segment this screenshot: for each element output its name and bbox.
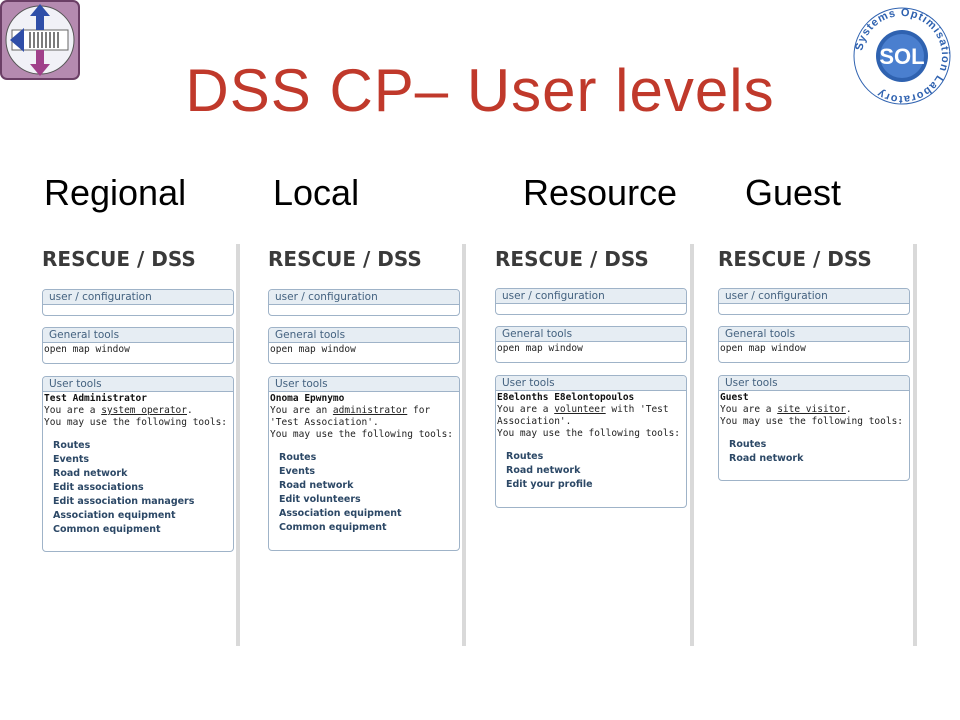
tool-link-association-equipment[interactable]: Association equipment bbox=[53, 510, 176, 521]
tool-link-road-network[interactable]: Road network bbox=[53, 468, 128, 479]
role-line: You are a system operator. bbox=[44, 405, 193, 416]
general-tools-box: General tools open map window bbox=[268, 327, 460, 364]
user-config-box: user / configuration bbox=[718, 288, 910, 315]
role-line: You are an administrator for bbox=[270, 405, 431, 416]
tool-link-edit-associations[interactable]: Edit associations bbox=[53, 482, 144, 493]
general-tools-header: General tools bbox=[269, 328, 459, 343]
tool-link-common-equipment[interactable]: Common equipment bbox=[53, 524, 161, 535]
may-use-text: You may use the following tools: bbox=[44, 417, 228, 428]
level-label-regional: Regional bbox=[44, 172, 187, 213]
role-line: You are a site visitor. bbox=[720, 404, 852, 415]
level-label-guest: Guest bbox=[745, 172, 842, 213]
tool-link-edit-association-managers[interactable]: Edit association managers bbox=[53, 496, 195, 507]
panel-regional: RESCUE / DSS user / configuration Genera… bbox=[42, 240, 244, 647]
panel-local: RESCUE / DSS user / configuration Genera… bbox=[268, 240, 470, 647]
tools-list: Routes Events Road network Edit associat… bbox=[53, 439, 233, 537]
role-line: You are a volunteer with 'Test bbox=[497, 404, 669, 415]
general-tools-box: General tools open map window bbox=[42, 327, 234, 364]
user-config-link[interactable]: user / configuration bbox=[719, 289, 909, 304]
app-title: RESCUE / DSS bbox=[495, 247, 649, 271]
user-config-link[interactable]: user / configuration bbox=[43, 290, 233, 305]
tool-link-routes[interactable]: Routes bbox=[729, 439, 767, 450]
role-link[interactable]: volunteer bbox=[554, 404, 606, 415]
open-map-window-link[interactable]: open map window bbox=[44, 344, 130, 355]
panel-guest: RESCUE / DSS user / configuration Genera… bbox=[718, 240, 920, 647]
tools-list: Routes Events Road network Edit voluntee… bbox=[279, 451, 459, 535]
app-title: RESCUE / DSS bbox=[42, 247, 196, 271]
tool-link-edit-your-profile[interactable]: Edit your profile bbox=[506, 479, 593, 490]
column-divider bbox=[462, 244, 466, 646]
user-config-link[interactable]: user / configuration bbox=[496, 289, 686, 304]
open-map-window-link[interactable]: open map window bbox=[497, 343, 583, 354]
username: Guest bbox=[720, 392, 749, 403]
username: Onoma Epwnymo bbox=[270, 393, 345, 404]
role-link[interactable]: system operator bbox=[101, 405, 187, 416]
general-tools-box: General tools open map window bbox=[495, 326, 687, 363]
user-config-link[interactable]: user / configuration bbox=[269, 290, 459, 305]
sol-seal-logo-icon: Systems Optimisation Laboratory SOL bbox=[850, 4, 954, 108]
association-line: Association'. bbox=[497, 416, 572, 427]
column-divider bbox=[913, 244, 917, 646]
level-label-local: Local bbox=[273, 172, 360, 213]
general-tools-header: General tools bbox=[43, 328, 233, 343]
tool-link-association-equipment[interactable]: Association equipment bbox=[279, 508, 402, 519]
tool-link-routes[interactable]: Routes bbox=[53, 440, 91, 451]
may-use-text: You may use the following tools: bbox=[497, 428, 681, 439]
role-link[interactable]: site visitor bbox=[777, 404, 846, 415]
user-tools-header: User tools bbox=[719, 376, 909, 391]
open-map-window-link[interactable]: open map window bbox=[270, 344, 356, 355]
may-use-text: You may use the following tools: bbox=[270, 429, 454, 440]
tool-link-events[interactable]: Events bbox=[279, 466, 316, 477]
tools-list: Routes Road network Edit your profile bbox=[506, 450, 686, 492]
column-divider bbox=[690, 244, 694, 646]
app-title: RESCUE / DSS bbox=[268, 247, 422, 271]
app-title: RESCUE / DSS bbox=[718, 247, 872, 271]
general-tools-header: General tools bbox=[719, 327, 909, 342]
user-tools-header: User tools bbox=[269, 377, 459, 392]
user-tools-box: User tools Guest You are a site visitor.… bbox=[718, 375, 910, 481]
user-config-box: user / configuration bbox=[42, 289, 234, 316]
tool-link-common-equipment[interactable]: Common equipment bbox=[279, 522, 387, 533]
tool-link-road-network[interactable]: Road network bbox=[506, 465, 581, 476]
dss-logo-icon bbox=[0, 0, 80, 80]
tool-link-events[interactable]: Events bbox=[53, 454, 90, 465]
tools-list: Routes Road network bbox=[729, 438, 909, 466]
tool-link-road-network[interactable]: Road network bbox=[279, 480, 354, 491]
username: Test Administrator bbox=[44, 393, 147, 404]
open-map-window-link[interactable]: open map window bbox=[720, 343, 806, 354]
level-label-resource: Resource bbox=[523, 172, 678, 213]
username: E8elonths E8elontopoulos bbox=[497, 392, 635, 403]
user-tools-box: User tools Test Administrator You are a … bbox=[42, 376, 234, 552]
tool-link-routes[interactable]: Routes bbox=[279, 452, 317, 463]
slide-title: DSS CP– User levels bbox=[185, 57, 775, 124]
column-divider bbox=[236, 244, 240, 646]
user-config-box: user / configuration bbox=[495, 288, 687, 315]
may-use-text: You may use the following tools: bbox=[720, 416, 904, 427]
general-tools-box: General tools open map window bbox=[718, 326, 910, 363]
general-tools-header: General tools bbox=[496, 327, 686, 342]
association-line: 'Test Association'. bbox=[270, 417, 379, 428]
role-link[interactable]: administrator bbox=[332, 405, 408, 416]
tool-link-road-network[interactable]: Road network bbox=[729, 453, 804, 464]
panel-resource: RESCUE / DSS user / configuration Genera… bbox=[495, 240, 697, 647]
tool-link-routes[interactable]: Routes bbox=[506, 451, 544, 462]
user-config-box: user / configuration bbox=[268, 289, 460, 316]
user-tools-header: User tools bbox=[43, 377, 233, 392]
tool-link-edit-volunteers[interactable]: Edit volunteers bbox=[279, 494, 361, 505]
user-tools-header: User tools bbox=[496, 376, 686, 391]
user-tools-box: User tools Onoma Epwnymo You are an admi… bbox=[268, 376, 460, 551]
user-tools-box: User tools E8elonths E8elontopoulos You … bbox=[495, 375, 687, 508]
svg-text:SOL: SOL bbox=[879, 44, 924, 69]
